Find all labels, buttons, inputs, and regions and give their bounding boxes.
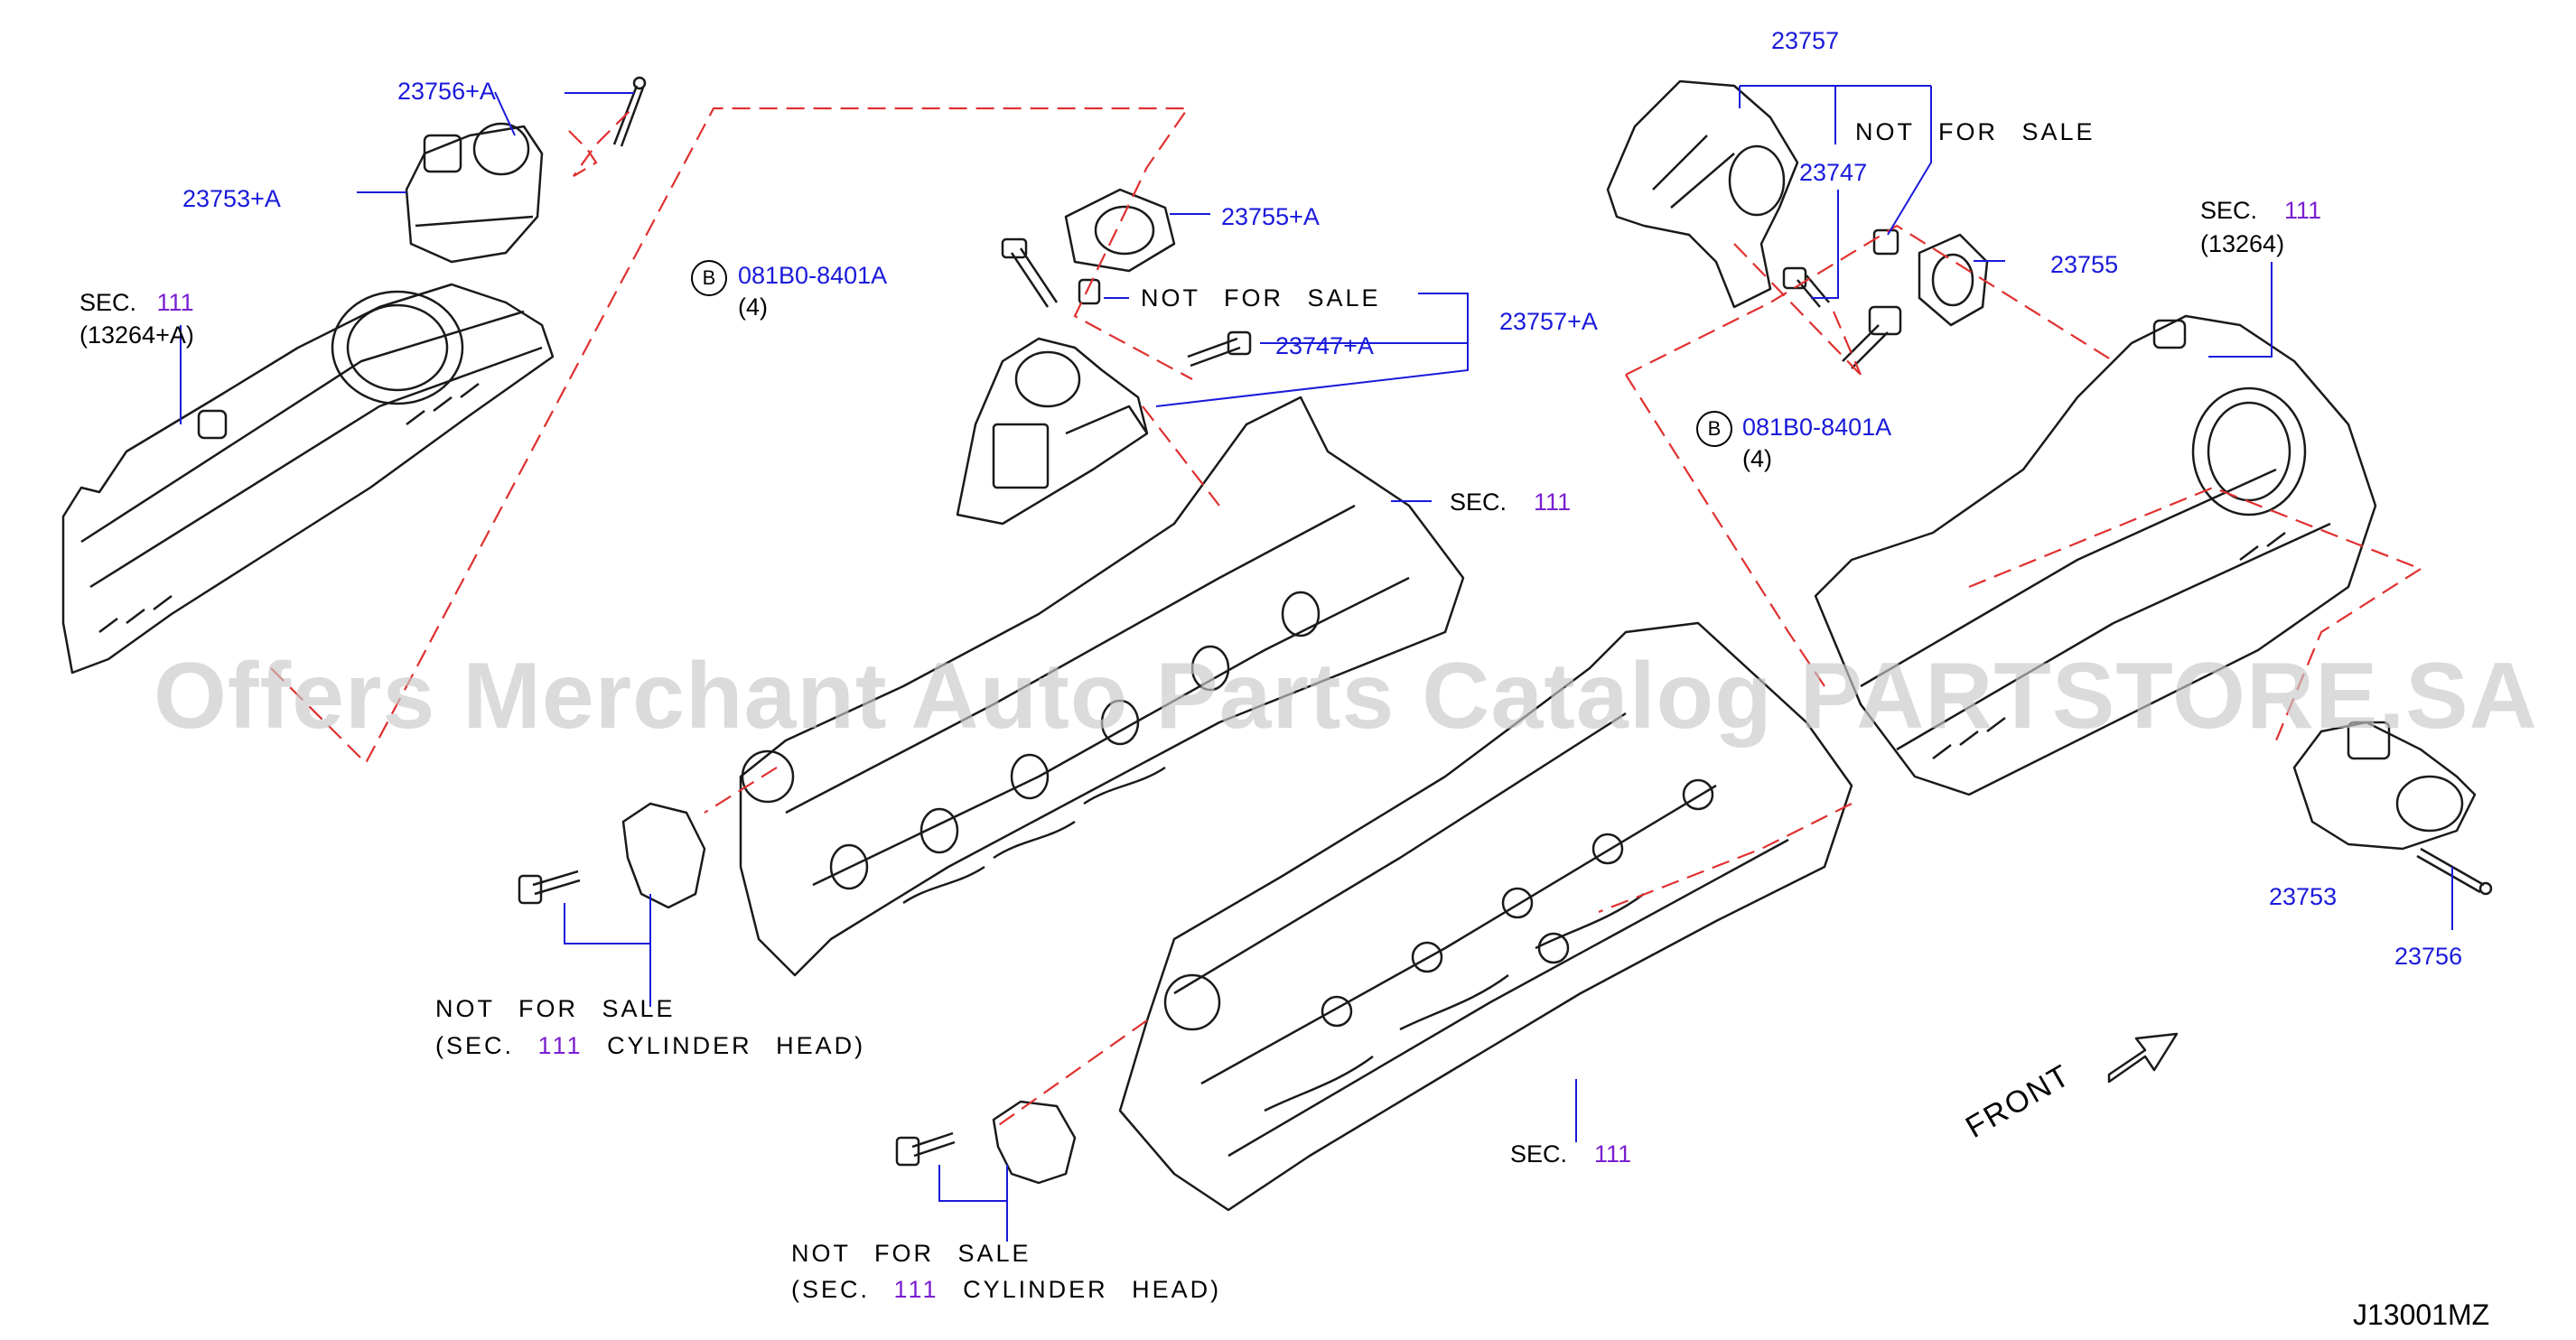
sec-label-top-left: SEC. 111 [79,291,194,315]
part-label-23753a[interactable]: 23753+A [182,185,281,212]
actuator-23753a [405,122,544,264]
diagram-code: J13001MZ [2353,1298,2490,1331]
rocker-cover-left [61,283,555,675]
sec-sub-top-right: (13264) [2200,230,2285,257]
sec-prefix: (SEC. [435,1032,515,1059]
bolt-symbol-b-right: B [1696,411,1732,447]
part-label-23756[interactable]: 23756 [2394,943,2463,970]
sec-number[interactable]: 111 [537,1032,583,1059]
not-for-sale-left: NOT FOR SALE [435,995,676,1022]
sec-number[interactable]: 111 [156,289,194,316]
valve-body-23757 [1606,79,1799,309]
bolt-symbol-b-left: B [691,260,727,296]
cylinder-head-lower [1118,621,1853,1212]
nut-center [1078,278,1101,305]
nut-right [1872,228,1899,256]
part-label-23753[interactable]: 23753 [2269,883,2338,910]
not-for-sale-bottom-sec: (SEC. 111 CYLINDER HEAD) [791,1278,1221,1302]
gasket-23755 [1918,233,1989,327]
dashed-reference-lines [270,107,2422,1130]
leader-lines [180,85,2453,1242]
rocker-cover-right [1814,314,2377,796]
sec-label-mid: SEC. 111 [1450,490,1571,515]
sec-prefix: SEC. [1450,489,1507,516]
sec-prefix: SEC. [2200,197,2258,224]
sec-label-bottom: SEC. 111 [1510,1142,1631,1167]
bolt-23747a [1187,330,1252,368]
bolt-23747 [1782,266,1830,308]
part-label-23755a[interactable]: 23755+A [1221,203,1320,230]
sec-number[interactable]: 111 [1594,1140,1632,1168]
sec-number[interactable]: 111 [2284,197,2322,224]
bolt-23756 [2416,847,2493,896]
intake-manifold [739,395,1465,977]
sensor-left-upper [518,802,706,909]
sensor-left-lower [895,1100,1077,1185]
part-label-081b0-left[interactable]: 081B0-8401A [738,262,888,289]
qty-label-right: (4) [1742,445,1772,472]
part-label-23757a[interactable]: 23757+A [1499,308,1598,335]
actuator-23753 [2292,721,2477,851]
bolt-center-1 [1001,237,1059,308]
sec-prefix: SEC. [1510,1140,1568,1168]
part-label-23747[interactable]: 23747 [1799,159,1868,186]
sec-number[interactable]: 111 [893,1276,939,1303]
valve-body-23757a [956,337,1149,526]
sec-sub-top-left: (13264+A) [79,321,194,349]
not-for-sale-top-right: NOT FOR SALE [1855,118,2095,145]
sec-desc: CYLINDER HEAD) [607,1032,866,1059]
part-label-23756a[interactable]: 23756+A [397,78,496,105]
part-label-23757[interactable]: 23757 [1771,27,1840,54]
not-for-sale-bottom: NOT FOR SALE [791,1240,1031,1267]
part-label-23755[interactable]: 23755 [2050,251,2119,278]
watermark: Offers Merchant Auto Parts Catalog PARTS… [154,644,2538,749]
gasket-23755a [1064,188,1176,273]
not-for-sale-left-sec: (SEC. 111 CYLINDER HEAD) [435,1034,865,1058]
bolt-23756a [612,76,647,147]
not-for-sale-mid: NOT FOR SALE [1141,284,1381,312]
bolt-right-b [1842,305,1902,369]
part-label-081b0-right[interactable]: 081B0-8401A [1742,414,1892,441]
sec-desc: CYLINDER HEAD) [963,1276,1222,1303]
sec-prefix: (SEC. [791,1276,871,1303]
front-arrow-icon [2107,1032,2179,1084]
sec-number[interactable]: 111 [1534,489,1572,516]
part-label-23747a[interactable]: 23747+A [1275,332,1374,359]
sec-prefix: SEC. [79,289,137,316]
sec-label-top-right: SEC. 111 [2200,199,2321,223]
qty-label-left: (4) [738,293,768,321]
